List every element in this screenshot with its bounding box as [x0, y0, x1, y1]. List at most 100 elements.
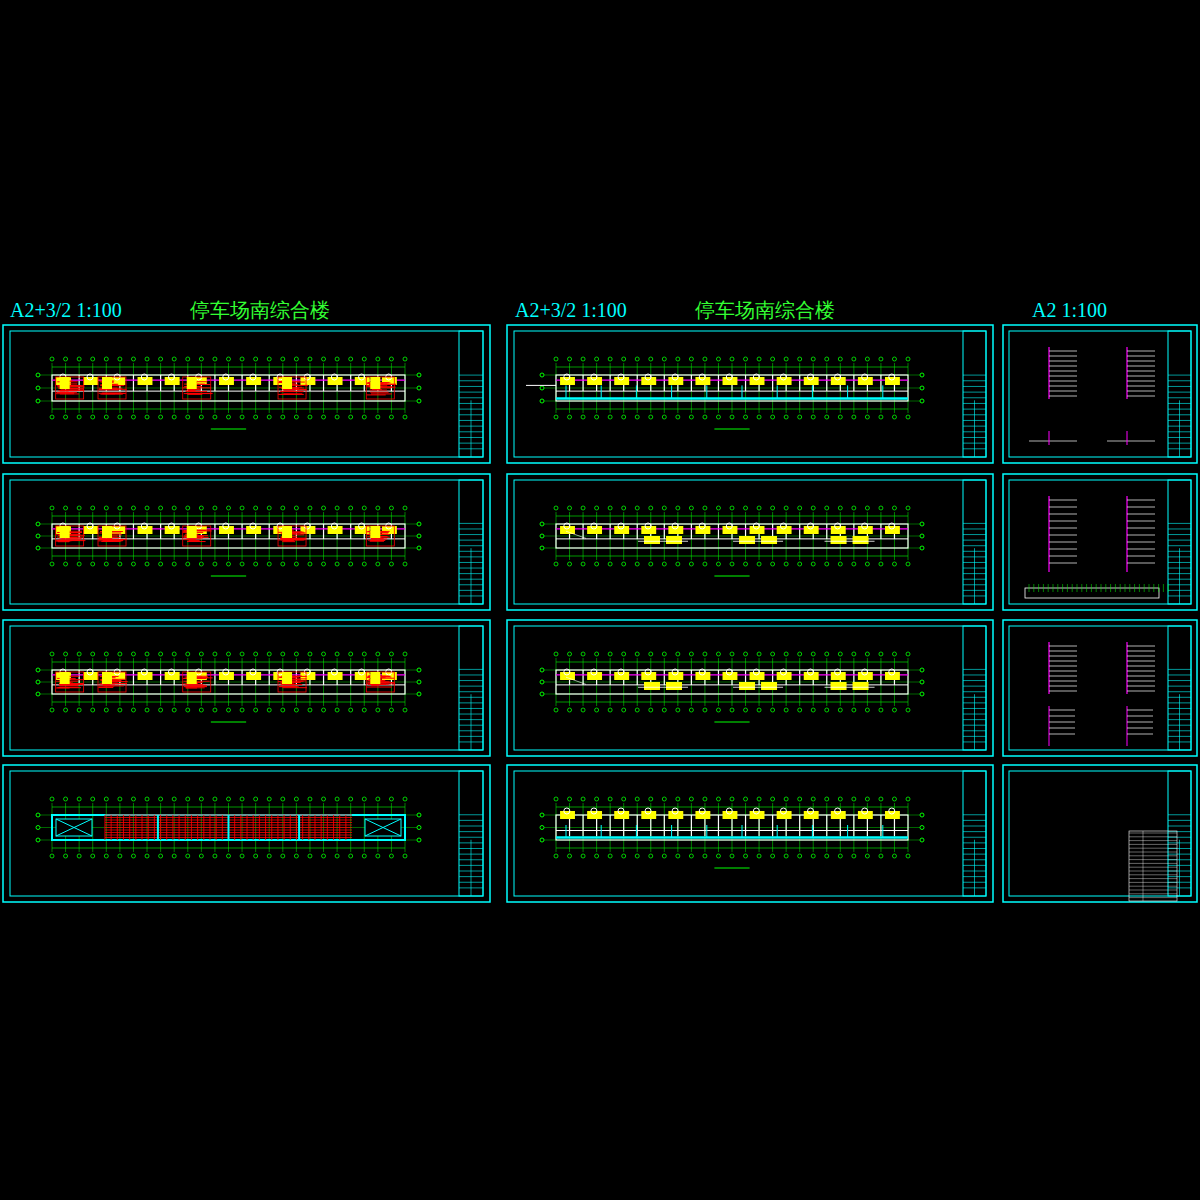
cad-rect: [777, 526, 792, 534]
cad-line: [582, 670, 583, 685]
cad-line: [799, 658, 800, 706]
cad-line: [596, 512, 597, 560]
fixture: [168, 523, 174, 529]
axis-bubble: [403, 506, 407, 510]
cad-line: [610, 815, 611, 836]
cad-line: [1129, 836, 1177, 837]
fixture: [141, 669, 147, 675]
axis-bubble: [389, 797, 393, 801]
cad-line: [963, 375, 986, 376]
axis-bubble: [716, 708, 720, 712]
cad-rect: [98, 526, 126, 546]
cad-line: [186, 393, 201, 394]
axis-bubble: [825, 357, 829, 361]
cad-line: [364, 363, 365, 413]
axis-bubble: [159, 357, 163, 361]
cad-line: [636, 825, 637, 838]
cad-line: [214, 524, 215, 539]
cad-rect: [750, 811, 765, 819]
axis-bubble: [771, 357, 775, 361]
cad-line: [556, 409, 908, 410]
axis-bubble: [240, 652, 244, 656]
cad-line: [799, 375, 800, 391]
axis-bubble: [50, 506, 54, 510]
cad-rect: [183, 672, 211, 692]
cad-line: [52, 516, 405, 517]
cad-rect: [514, 331, 986, 457]
cad-line: [963, 545, 986, 546]
cad-line: [1072, 584, 1073, 592]
cad-rect: [98, 672, 126, 692]
axis-bubble: [622, 708, 626, 712]
cad-rect: [858, 672, 873, 680]
axis-bubble: [376, 797, 380, 801]
cad-line: [52, 684, 405, 685]
axis-bubble: [254, 562, 258, 566]
axis-bubble: [77, 797, 81, 801]
cad-line: [583, 658, 584, 706]
fixture: [591, 669, 597, 675]
axis-bubble: [36, 373, 40, 377]
cad-line: [664, 815, 665, 836]
cad-rect: [278, 377, 306, 399]
axis-bubble: [64, 415, 68, 419]
axis-bubble: [50, 415, 54, 419]
cad-line: [52, 538, 405, 539]
sheet-frame: [507, 765, 993, 902]
fixture: [672, 808, 678, 814]
axis-bubble: [595, 854, 599, 858]
fixture: [331, 669, 337, 675]
cad-rect: [60, 377, 70, 389]
cad-line: [57, 540, 80, 541]
axis-bubble: [798, 357, 802, 361]
cad-line: [732, 363, 733, 413]
cad-line: [691, 670, 692, 685]
cad-rect: [556, 375, 908, 401]
cad-line: [566, 825, 567, 838]
cad-rect: [328, 526, 343, 534]
cad-rect: [165, 377, 180, 385]
cad-line: [99, 539, 127, 540]
axis-bubble: [554, 506, 558, 510]
cad-rect: [761, 682, 777, 690]
cad-line: [56, 540, 73, 541]
axis-bubble: [335, 708, 339, 712]
axis-bubble: [145, 797, 149, 801]
axis-bubble: [91, 506, 95, 510]
axis-bubble: [77, 415, 81, 419]
cad-line: [56, 819, 92, 836]
axis-bubble: [892, 562, 896, 566]
cad-line: [185, 687, 204, 688]
axis-bubble: [608, 506, 612, 510]
cad-line: [671, 385, 672, 398]
cad-line: [211, 722, 246, 723]
cad-line: [963, 397, 986, 398]
axis-bubble: [186, 652, 190, 656]
axis-bubble: [662, 506, 666, 510]
cad-line: [610, 512, 611, 560]
cad-line: [103, 540, 113, 541]
cad-line: [79, 658, 80, 706]
axis-bubble: [852, 562, 856, 566]
axis-bubble: [744, 854, 748, 858]
cad-line: [103, 393, 126, 394]
cad-rect: [556, 670, 908, 694]
axis-bubble: [554, 854, 558, 858]
cad-line: [1125, 584, 1126, 592]
cad-rect: [183, 377, 211, 399]
axis-bubble: [595, 652, 599, 656]
axis-bubble: [662, 708, 666, 712]
fixture: [862, 808, 868, 814]
cad-line: [1086, 584, 1087, 592]
axis-bubble: [554, 797, 558, 801]
cad-line: [526, 385, 556, 386]
cad-line: [1129, 863, 1177, 864]
axis-bubble: [213, 708, 217, 712]
cad-line: [691, 375, 692, 391]
axis-bubble: [825, 562, 829, 566]
axis-bubble: [622, 506, 626, 510]
cad-line: [79, 512, 80, 560]
axis-bubble: [689, 854, 693, 858]
axis-bubble: [879, 708, 883, 712]
cad-line: [963, 820, 986, 821]
